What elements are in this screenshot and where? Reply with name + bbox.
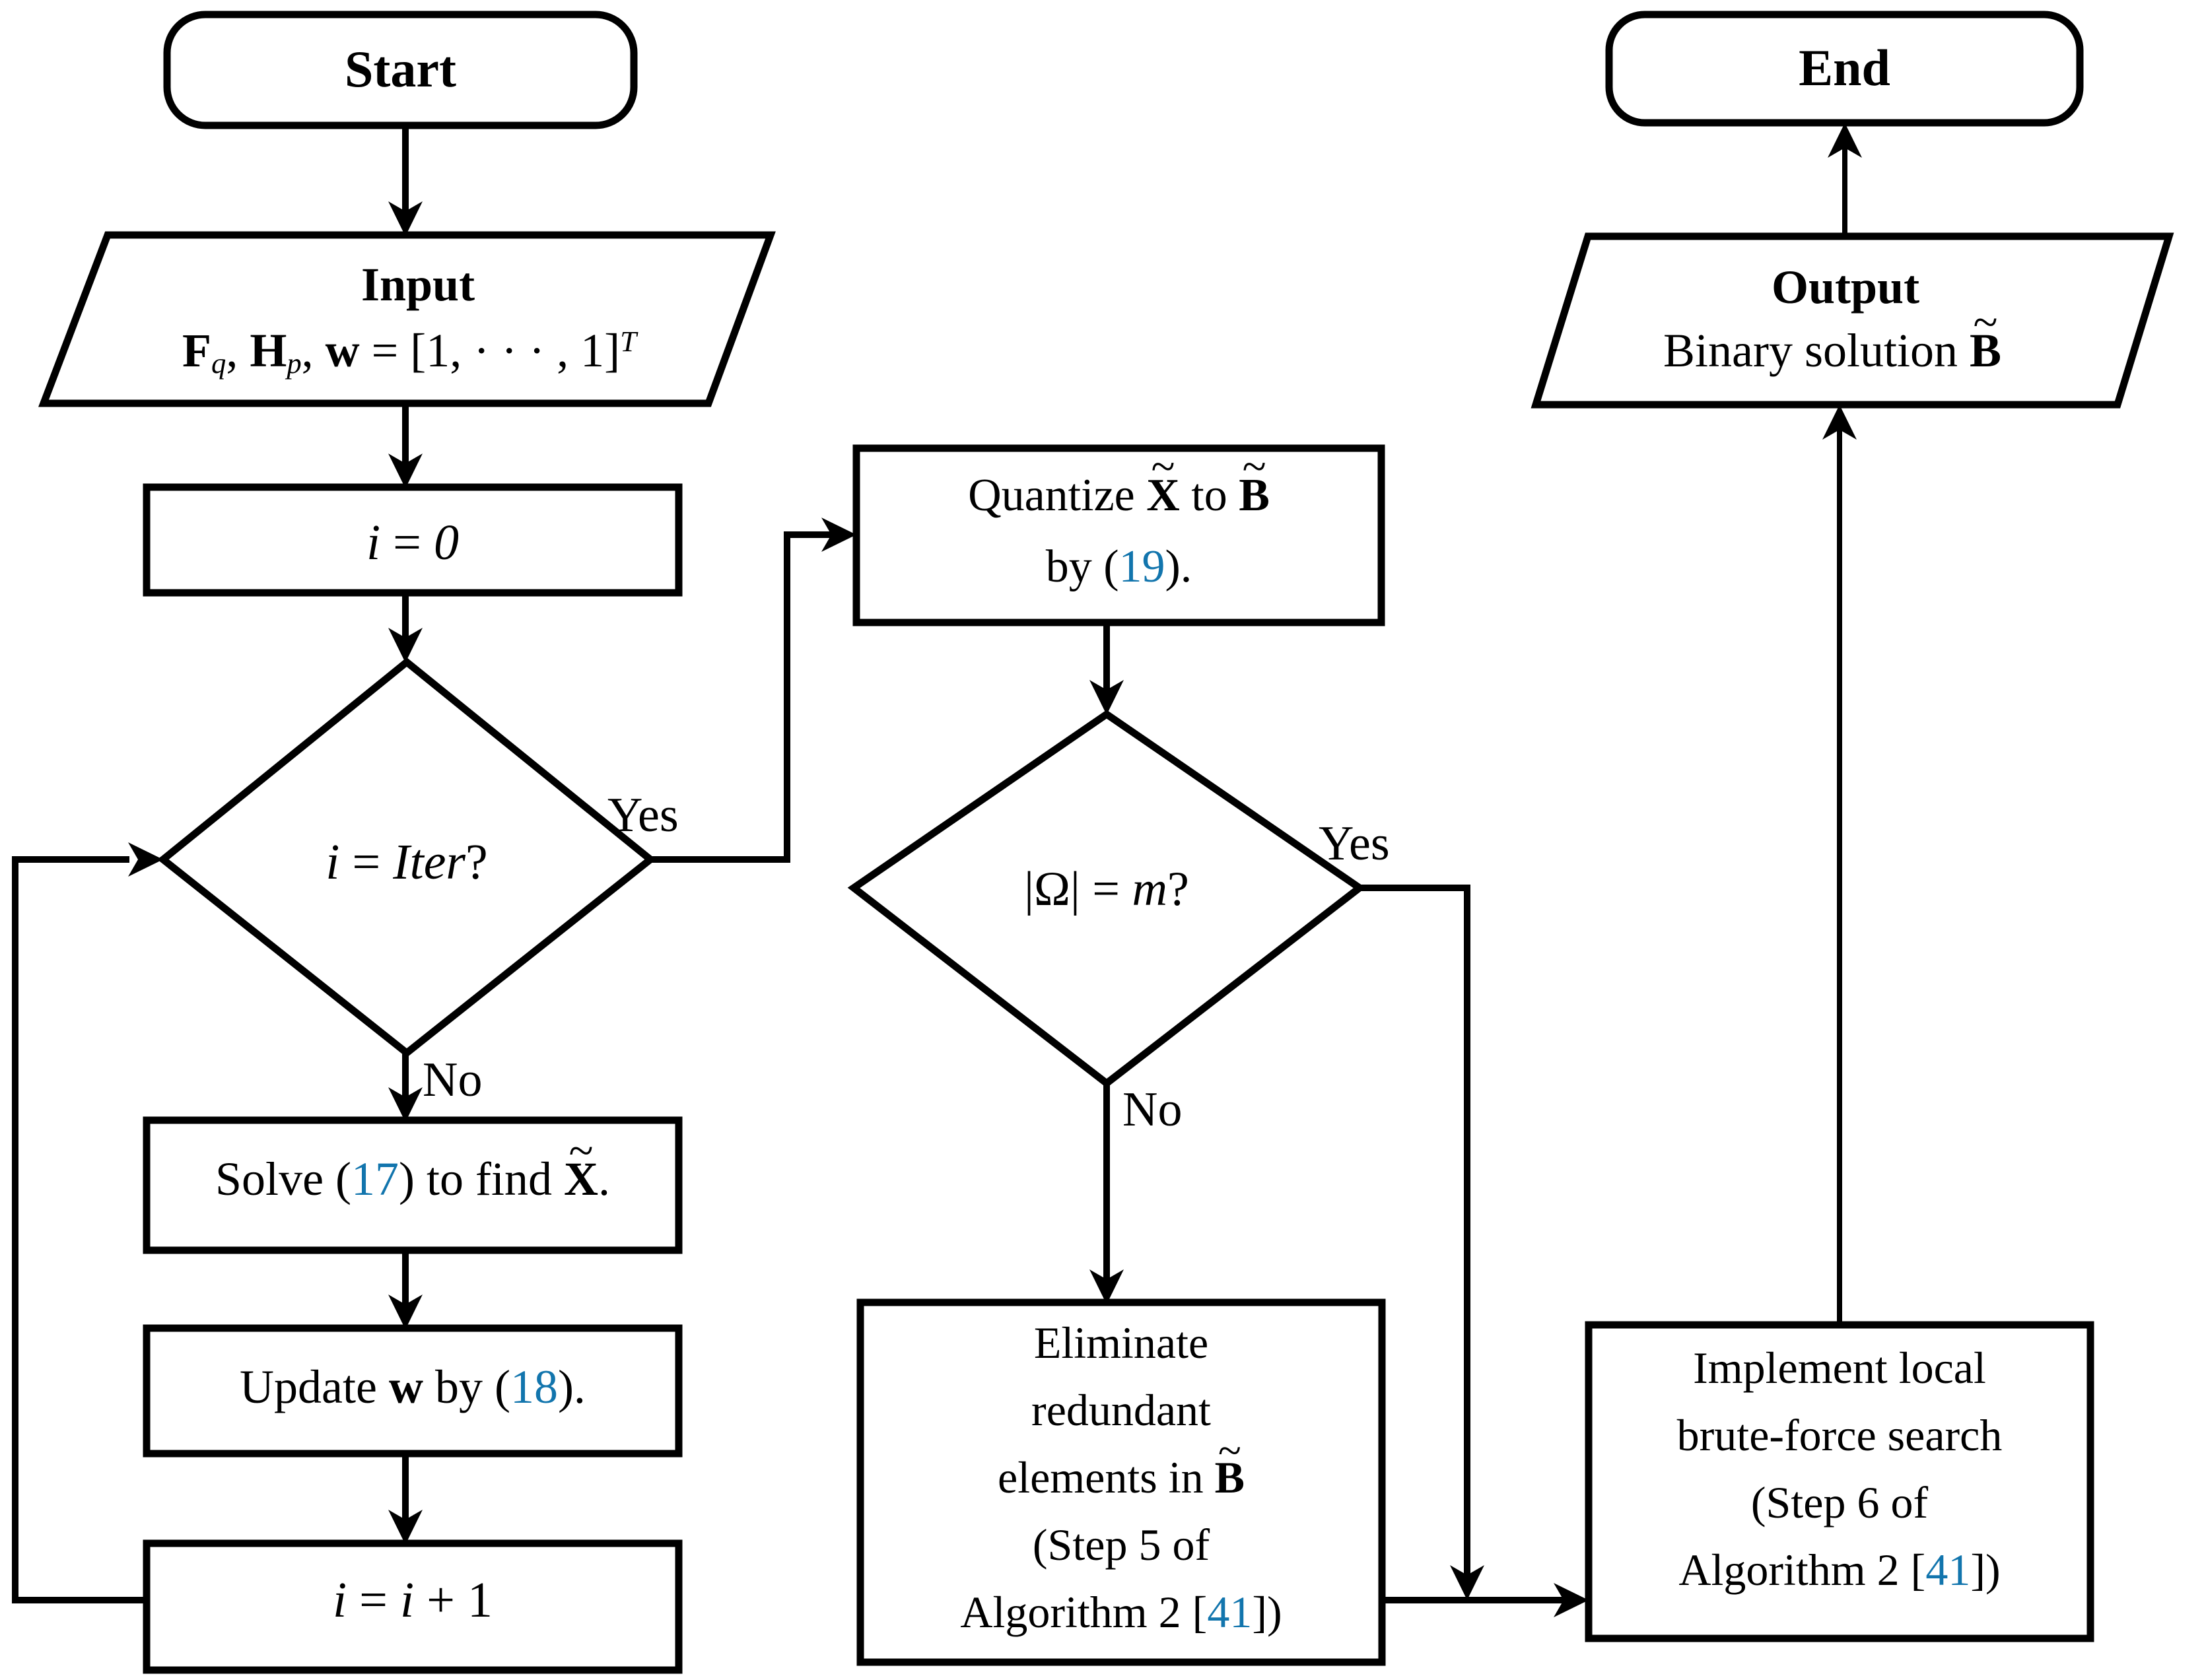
shape-update-process[interactable] xyxy=(143,1324,683,1458)
shape-solve-process[interactable] xyxy=(143,1116,683,1254)
edge-label-decision-omega-yes: Yes xyxy=(1319,817,1390,871)
edge-decision-iter-yes-to-quantize xyxy=(650,531,837,863)
arrowhead-start-to-input xyxy=(388,201,423,236)
edge-label-decision-iter-no: No xyxy=(423,1053,483,1107)
arrowhead-decision-iter-yes xyxy=(821,518,856,552)
shape-increment-process[interactable] xyxy=(143,1539,683,1674)
shape-bruteforce-process[interactable] xyxy=(1585,1321,2094,1642)
arrowhead-init-to-decision xyxy=(388,628,423,663)
shape-eliminate-process[interactable] xyxy=(856,1298,1386,1666)
shape-decision-omega[interactable] xyxy=(847,710,1366,1088)
edge-increment-loopback-to-decision xyxy=(12,856,147,1603)
shape-start-terminal[interactable] xyxy=(163,11,638,129)
arrowhead-decision-omega-yes xyxy=(1450,1565,1484,1600)
arrowhead-decision-omega-no xyxy=(1089,1269,1124,1304)
arrowhead-decision-iter-no xyxy=(388,1087,423,1122)
arrowhead-output-to-end xyxy=(1828,123,1862,158)
shape-end-terminal[interactable] xyxy=(1605,11,2084,127)
arrowhead-bruteforce-to-output xyxy=(1822,405,1857,440)
shape-decision-iter[interactable] xyxy=(157,657,656,1058)
edge-label-decision-omega-no: No xyxy=(1122,1083,1183,1137)
shape-quantize-process[interactable] xyxy=(852,444,1385,626)
arrowhead-input-to-init xyxy=(388,454,423,488)
shape-input-parallelogram[interactable] xyxy=(38,231,776,407)
arrowhead-solve-to-update xyxy=(388,1294,423,1329)
shape-init-process[interactable] xyxy=(143,483,683,597)
edge-decision-omega-yes-to-bruteforce xyxy=(1360,885,1470,1582)
arrowhead-increment-loopback xyxy=(128,842,163,877)
edge-label-decision-iter-yes: Yes xyxy=(607,788,679,842)
arrowhead-quantize-to-decision-omega xyxy=(1089,680,1124,715)
shape-output-parallelogram[interactable] xyxy=(1531,232,2174,409)
arrowhead-update-to-increment xyxy=(388,1510,423,1545)
arrowhead-eliminate-to-bruteforce xyxy=(1554,1583,1589,1617)
